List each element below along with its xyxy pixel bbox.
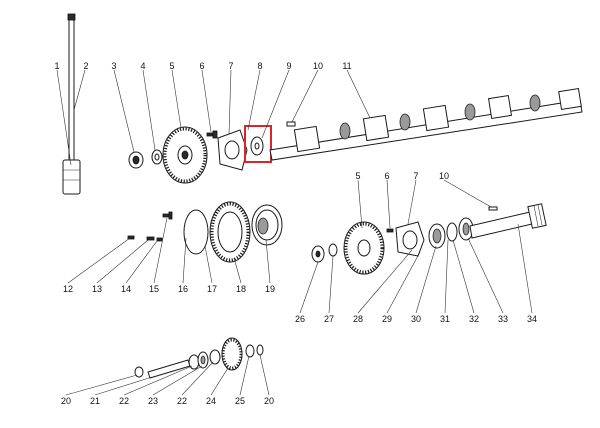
camshaft [269, 87, 583, 161]
callout-3: 3 [111, 61, 116, 71]
bearing-flange [395, 221, 425, 257]
callout-13: 13 [92, 284, 102, 294]
callout-25: 25 [235, 396, 245, 406]
callout-10: 10 [313, 61, 323, 71]
callout-29: 29 [382, 314, 392, 324]
callout-31: 31 [440, 314, 450, 324]
callout-30: 30 [411, 314, 421, 324]
bolt-small [206, 130, 218, 139]
callout-20-second: 20 [264, 396, 274, 406]
callout-15: 15 [149, 284, 159, 294]
callout-34: 34 [527, 314, 537, 324]
cover-cup [251, 204, 283, 246]
splined-shaft [469, 203, 547, 239]
callout-11: 11 [342, 61, 351, 71]
callout-14: 14 [121, 284, 131, 294]
callout-18: 18 [236, 284, 246, 294]
callout-6: 6 [199, 61, 204, 71]
callout-5-mid: 5 [355, 171, 360, 181]
callout-7: 7 [228, 61, 233, 71]
callout-20: 20 [61, 396, 71, 406]
callout-28: 28 [353, 314, 363, 324]
shaft-nut [311, 245, 325, 263]
camshaft-spacer [250, 136, 264, 156]
callout-9: 9 [286, 61, 291, 71]
leader-lines [56, 69, 533, 396]
camshaft-gear [162, 126, 208, 184]
callout-1: 1 [54, 61, 59, 71]
camshaft-washer [151, 149, 163, 165]
shaft-washer [328, 243, 338, 257]
dowel-pin [286, 121, 296, 127]
callout-16: 16 [178, 284, 188, 294]
callout-7-mid: 7 [413, 171, 418, 181]
callout-26: 26 [295, 314, 305, 324]
callout-labels: 1 2 3 4 5 6 7 8 9 10 11 12 13 14 15 16 1… [54, 61, 537, 406]
bearings [428, 217, 474, 249]
highlight-box [244, 125, 272, 163]
callout-23: 23 [148, 396, 158, 406]
flange-plate [217, 129, 248, 171]
callout-5: 5 [169, 61, 174, 71]
callout-32: 32 [469, 314, 479, 324]
callout-22-second: 22 [177, 396, 187, 406]
callout-8: 8 [257, 61, 262, 71]
drive-gear [343, 221, 385, 275]
callout-33: 33 [498, 314, 508, 324]
callout-27: 27 [324, 314, 334, 324]
push-rod-assembly [62, 13, 81, 195]
callout-22: 22 [119, 396, 129, 406]
callout-10-mid: 10 [439, 171, 449, 181]
bottom-shaft-assembly [134, 337, 264, 379]
callout-24: 24 [206, 396, 216, 406]
bolt-small-2 [386, 228, 394, 233]
callout-12: 12 [63, 284, 73, 294]
gasket [183, 209, 209, 255]
callout-17: 17 [207, 284, 217, 294]
callout-2: 2 [83, 61, 88, 71]
camshaft-nut [128, 151, 144, 169]
small-bolts [127, 211, 173, 242]
key-pin [488, 206, 498, 211]
large-ring-gear [209, 201, 251, 263]
callout-21: 21 [90, 396, 100, 406]
callout-4: 4 [140, 61, 145, 71]
callout-6-mid: 6 [384, 171, 389, 181]
callout-19: 19 [265, 284, 275, 294]
